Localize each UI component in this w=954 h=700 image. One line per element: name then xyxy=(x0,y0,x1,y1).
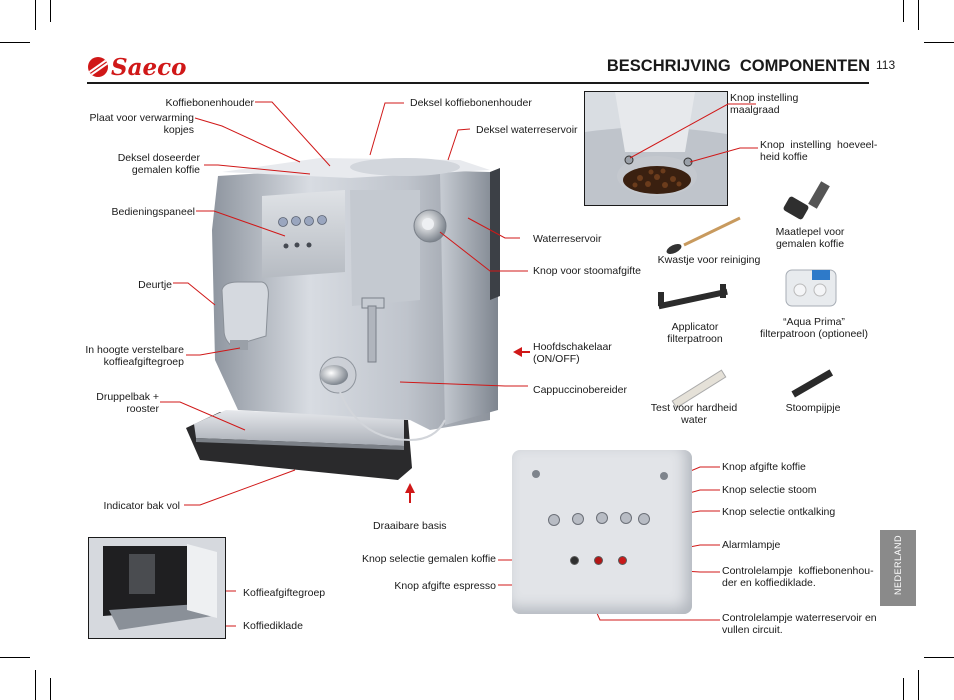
label-controle-water: Controlelampje waterreservoir en vullen … xyxy=(722,612,877,636)
label-stoomafgifte: Knop voor stoomafgifte xyxy=(533,265,641,277)
screw-icon xyxy=(532,470,540,478)
descaling-button[interactable] xyxy=(638,513,650,525)
label-hoofdschakelaar: Hoofdschakelaar (ON/OFF) xyxy=(533,341,612,365)
label-controle-bonen: Controlelampje koffiebonenhou- der en ko… xyxy=(722,565,874,589)
crop-mark xyxy=(903,0,904,22)
espresso-button[interactable] xyxy=(572,513,584,525)
water-lamp xyxy=(570,556,579,565)
crop-mark xyxy=(0,42,30,43)
label-selectie-gemalen: Knop selectie gemalen koffie xyxy=(361,553,496,565)
label-waterreservoir: Waterreservoir xyxy=(533,233,602,245)
label-test-hardheid: Test voor hardheid water xyxy=(650,402,738,426)
label-deksel-doseerder: Deksel doseerder gemalen koffie xyxy=(117,152,200,176)
label-maatlepel: Maatlepel voor gemalen koffie xyxy=(775,226,845,250)
label-plaat-verwarming: Plaat voor verwarming kopjes xyxy=(89,112,194,136)
label-afgiftegroep: Koffieafgiftegroep xyxy=(243,587,326,599)
saeco-emblem-icon xyxy=(88,57,108,77)
crop-mark xyxy=(918,0,919,30)
grinder-photo xyxy=(584,91,728,206)
label-hoogte-verstelbare: In hoogte verstelbare koffieafgiftegroep xyxy=(85,344,184,368)
label-afgifte-espresso: Knop afgifte espresso xyxy=(394,580,496,592)
steam-button[interactable] xyxy=(620,512,632,524)
control-panel-detail xyxy=(512,450,692,614)
crop-mark xyxy=(0,657,30,658)
label-indicator-bak-vol: Indicator bak vol xyxy=(103,500,180,512)
label-alarmlampje: Alarmlampje xyxy=(722,539,781,551)
label-deurtje: Deurtje xyxy=(138,279,172,291)
brand-logo: Saeco xyxy=(88,53,187,81)
label-stoompijpje: Stoompijpje xyxy=(785,402,841,414)
ground-coffee-button[interactable] xyxy=(548,514,560,526)
brand-name: Saeco xyxy=(111,53,187,81)
label-deksel-bonenhouder: Deksel koffiebonenhouder xyxy=(410,97,532,109)
label-hoeveelheid: Knop instelling hoeveel- heid koffie xyxy=(760,139,878,163)
label-selectie-stoom: Knop selectie stoom xyxy=(722,484,817,496)
crop-mark xyxy=(918,670,919,700)
header-rule xyxy=(87,82,869,84)
screw-icon xyxy=(660,472,668,480)
label-afgifte-koffie: Knop afgifte koffie xyxy=(722,461,806,473)
crop-mark xyxy=(903,678,904,700)
label-kwastje: Kwastje voor reiniging xyxy=(657,254,761,266)
label-bedieningspaneel: Bedieningspaneel xyxy=(111,206,196,218)
label-cappuccinobereider: Cappuccinobereider xyxy=(533,384,627,396)
label-draaibare-basis: Draaibare basis xyxy=(373,520,447,532)
label-diklade: Koffiediklade xyxy=(243,620,303,632)
crop-mark xyxy=(924,657,954,658)
bean-lamp xyxy=(594,556,603,565)
crop-mark xyxy=(924,42,954,43)
page-number: 113 xyxy=(876,58,896,72)
coffee-button[interactable] xyxy=(596,512,608,524)
language-tab: NEDERLAND xyxy=(880,530,916,606)
brew-group-photo xyxy=(88,537,226,639)
label-druppelbak: Druppelbak + rooster xyxy=(96,391,159,415)
label-applicator: Applicator filterpatroon xyxy=(667,321,723,345)
label-deksel-waterreservoir: Deksel waterreservoir xyxy=(476,124,578,136)
crop-mark xyxy=(35,670,36,700)
crop-mark xyxy=(35,0,36,30)
label-koffiebonenhouder: Koffiebonenhouder xyxy=(165,97,254,109)
label-aqua-prima: “Aqua Prima” filterpatroon (optioneel) xyxy=(760,316,868,340)
crop-mark xyxy=(50,0,51,22)
crop-mark xyxy=(50,678,51,700)
page-title: BESCHRIJVING COMPONENTEN xyxy=(606,57,870,75)
label-selectie-ontkalking: Knop selectie ontkalking xyxy=(722,506,836,518)
label-maalgraad: Knop instelling maalgraad xyxy=(730,92,799,116)
alarm-lamp xyxy=(618,556,627,565)
